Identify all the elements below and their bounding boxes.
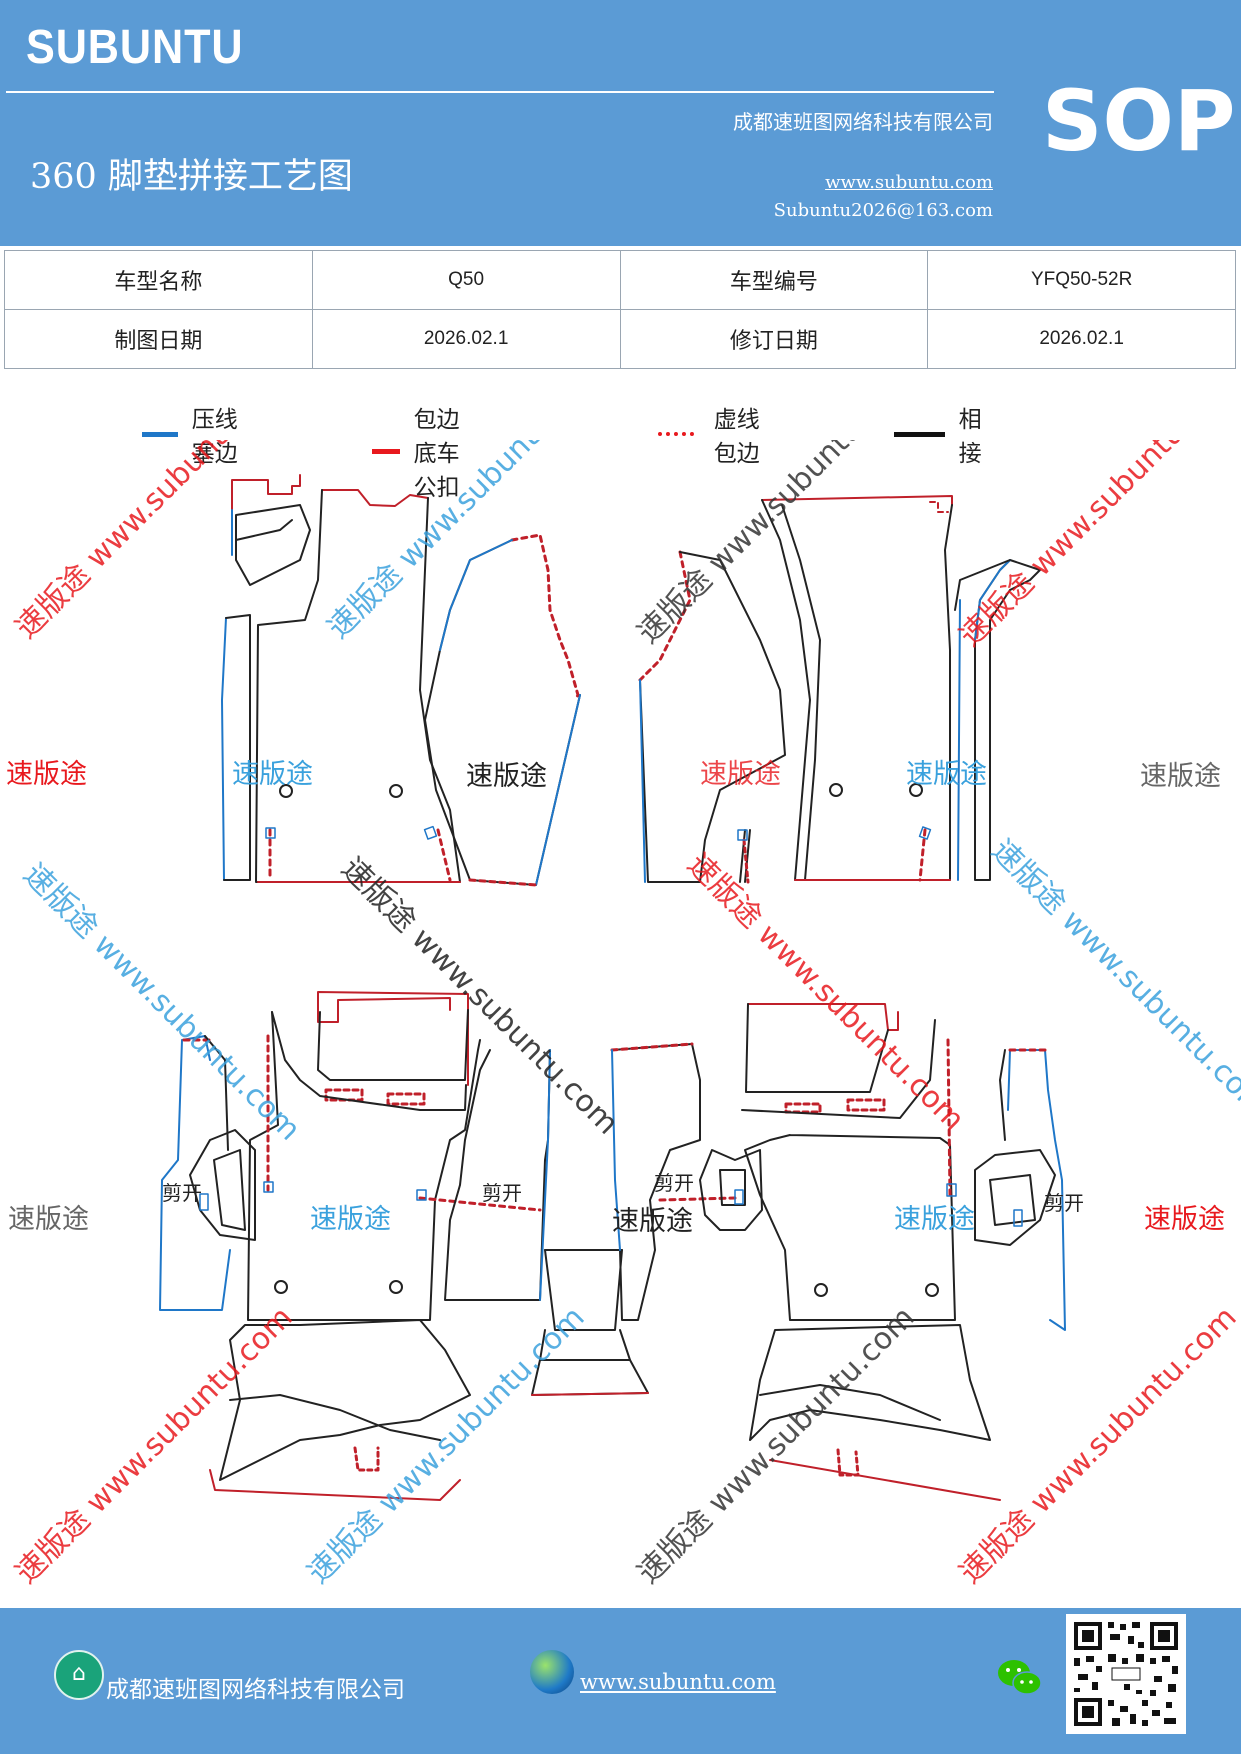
cut-label: 剪开 [162, 1181, 202, 1205]
watermark-diagonal: 速版途 www.subuntu.com [953, 1300, 1241, 1591]
mat-piece-center-tunnel [531, 1249, 649, 1396]
legend-label: 相接 [958, 407, 982, 467]
header-company: 成都速班图网络科技有限公司 [733, 110, 993, 134]
qr-code [1066, 1614, 1186, 1734]
table-row: 制图日期 2026.02.1 修订日期 2026.02.1 [4, 309, 1236, 369]
legend-label: 虚线包边 [713, 407, 760, 467]
watermark-diagonal: 速版途 www.subuntu.com [9, 440, 300, 646]
cut-label: 剪开 [482, 1181, 522, 1205]
watermark-text: 速版途 [1140, 761, 1221, 792]
table-cell: 制图日期 [4, 309, 313, 369]
watermark-diagonal: 速版途 www.subuntu.com [953, 440, 1241, 654]
watermark-diagonal: 速版途 www.subuntu.com [321, 440, 612, 646]
table-row: 车型名称 Q50 车型编号 YFQ50-52R [4, 250, 1236, 310]
sop-badge: SOP [1042, 72, 1236, 170]
watermark-text: 速版途 [906, 759, 987, 790]
mat-piece-rear-right-side [974, 1048, 1066, 1331]
brand-logo: SUBUNTU [26, 21, 244, 74]
table-cell: 车型名称 [4, 250, 313, 310]
floor-mat-diagram: 剪开 剪开 剪开 剪开 速版途 速版途 速版途 速版途 速版途 速版途 速版途 … [6, 440, 1241, 1591]
watermark-text: 速版途 [6, 759, 87, 790]
legend-label: 压线塞边 [191, 407, 238, 467]
mat-piece-rear-right-main [741, 1019, 957, 1321]
mat-piece-rear-left-main [247, 1011, 542, 1321]
header-email[interactable]: Subuntu2026@163.com [773, 200, 993, 221]
footer-company: 成都速班图网络科技有限公司 [106, 1677, 405, 1703]
header-banner: SUBUNTU 成都速班图网络科技有限公司 SOP 360 脚垫拼接工艺图 ww… [0, 0, 1241, 246]
legend-swatch-blue [142, 431, 178, 437]
mat-piece-rear-left-front-strip [209, 1319, 471, 1501]
legend-swatch-red [372, 448, 400, 454]
mat-piece-rear-left-side [159, 1035, 256, 1311]
table-cell: 车型编号 [619, 250, 929, 310]
watermark-text: 速版途 [8, 1204, 89, 1235]
watermark-text: 速版途 [612, 1206, 693, 1237]
watermark-diagonal: 速版途 www.subuntu.com [301, 1300, 592, 1591]
vehicle-info-table: 车型名称 Q50 车型编号 YFQ50-52R 制图日期 2026.02.1 修… [4, 250, 1236, 369]
table-cell: Q50 [311, 250, 621, 310]
legend-swatch-red-dotted [658, 432, 694, 436]
table-cell: YFQ50-52R [927, 250, 1236, 310]
watermark-text: 速版途 [466, 761, 547, 792]
watermark-text: 速版途 [1144, 1204, 1225, 1235]
cut-label: 剪开 [654, 1171, 694, 1195]
header-divider [6, 91, 994, 93]
mat-piece-front-right-main [761, 495, 953, 882]
footer-banner: ⌂ 成都速班图网络科技有限公司 www.subuntu.com [0, 1608, 1241, 1754]
page-title: 360 脚垫拼接工艺图 [30, 157, 353, 197]
globe-icon [530, 1650, 574, 1694]
company-icon: ⌂ [54, 1650, 104, 1700]
watermark-text: 速版途 [700, 759, 781, 790]
mat-piece-rear-left-trunk [317, 991, 469, 1106]
watermark-diagonal: 速版途 www.subuntu.com [334, 851, 625, 1142]
cut-label: 剪开 [1044, 1191, 1084, 1215]
watermark-text: 速版途 [310, 1204, 391, 1235]
mat-piece-rear-right-front-strip [749, 1324, 1001, 1501]
mat-piece-front-left-side [221, 474, 311, 881]
mat-piece-rear-left-tunnel [444, 1049, 551, 1301]
watermark-diagonal: 速版途 www.subuntu.com [631, 440, 922, 651]
header-website-link[interactable]: www.subuntu.com [825, 172, 993, 193]
mat-piece-rear-right-mid [699, 1149, 763, 1231]
watermark-diagonal: 速版途 www.subuntu.com [984, 833, 1241, 1124]
table-cell: 2026.02.1 [927, 309, 1236, 369]
watermark-diagonal: 速版途 www.subuntu.com [9, 1300, 300, 1591]
legend-swatch-black [894, 431, 945, 437]
watermark-diagonal: 速版途 www.subuntu.com [680, 847, 971, 1138]
mat-piece-front-right-side [954, 559, 1041, 881]
watermark-diagonal: 速版途 www.subuntu.com [16, 857, 307, 1148]
table-cell: 2026.02.1 [311, 309, 621, 369]
watermark-diagonal: 速版途 www.subuntu.com [631, 1300, 922, 1591]
legend-item: 相接 [894, 400, 995, 468]
watermark-text: 速版途 [894, 1204, 975, 1235]
footer-website-link[interactable]: www.subuntu.com [580, 1670, 776, 1694]
wechat-icon[interactable] [996, 1656, 1044, 1700]
legend-item: 虚线包边 [658, 400, 765, 468]
table-cell: 修订日期 [619, 309, 929, 369]
mat-piece-front-left-door [424, 533, 581, 887]
mat-piece-rear-right-trunk [745, 1003, 899, 1114]
legend-item: 压线塞边 [142, 400, 243, 468]
mat-piece-front-right-door [638, 550, 786, 884]
watermark-text: 速版途 [232, 759, 313, 790]
